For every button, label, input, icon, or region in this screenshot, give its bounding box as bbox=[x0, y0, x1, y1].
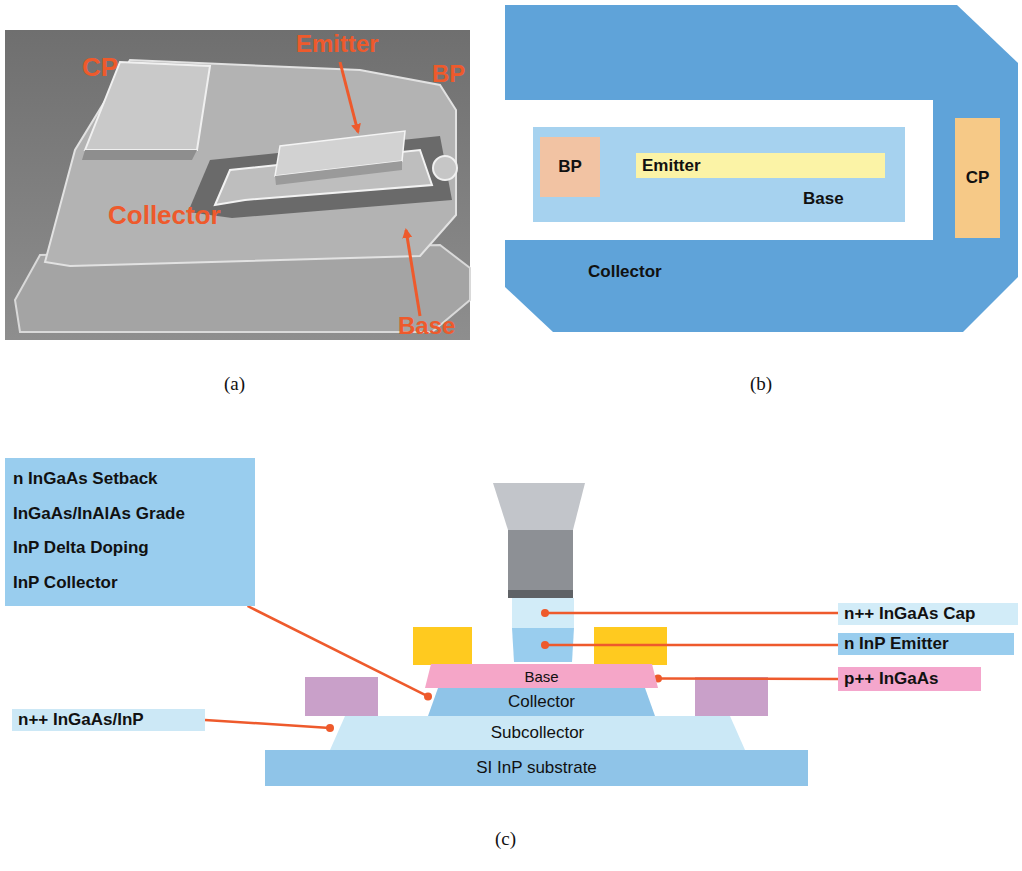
node-text: n++ InGaAs/InP bbox=[18, 710, 144, 730]
subcollector-layer: Subcollector bbox=[330, 716, 745, 750]
node-text: n InP Emitter bbox=[844, 634, 949, 654]
node-text: Base bbox=[524, 668, 558, 685]
node-text: Collector bbox=[508, 692, 575, 712]
node-text: n InGaAs Setback bbox=[13, 462, 158, 497]
node-text: Subcollector bbox=[491, 723, 585, 743]
collector-pad: CP bbox=[955, 118, 1000, 238]
layer-label: n InP Emitter bbox=[838, 633, 1014, 655]
panel-caption: (c) bbox=[495, 828, 516, 850]
layer-label-box: n InGaAs SetbackInGaAs/InAlAs GradeInP D… bbox=[5, 458, 255, 606]
collector-layer: Collector bbox=[428, 688, 655, 716]
base-region: Base BP Emitter bbox=[533, 127, 905, 222]
node-text: Collector bbox=[588, 262, 662, 282]
part-label: Base bbox=[398, 312, 455, 340]
cross-section bbox=[305, 483, 838, 716]
node-text: Base bbox=[803, 189, 844, 209]
substrate-layer: SI InP substrate bbox=[265, 750, 808, 786]
leader-line bbox=[658, 677, 838, 680]
leader-line bbox=[205, 720, 330, 728]
leader-dot bbox=[326, 724, 334, 732]
node-text: Emitter bbox=[642, 156, 701, 176]
base-layer: Base bbox=[425, 664, 658, 688]
collector-region: Collector Base BP EmitterCP bbox=[505, 5, 1018, 332]
sem-photo bbox=[5, 30, 470, 340]
part-label: BP bbox=[432, 60, 465, 88]
emitter-stripe: Emitter bbox=[636, 153, 885, 178]
node-text: SI InP substrate bbox=[476, 758, 597, 778]
leader-dot bbox=[424, 692, 432, 700]
panel-caption: (a) bbox=[224, 373, 245, 395]
layer-label: n++ InGaAs/InP bbox=[12, 709, 205, 731]
base-pad: BP bbox=[540, 137, 600, 197]
layer-label: n++ InGaAs Cap bbox=[838, 603, 1018, 625]
leader-line bbox=[248, 606, 429, 696]
node-text: p++ InGaAs bbox=[844, 669, 938, 689]
node-text: n++ InGaAs Cap bbox=[844, 604, 975, 624]
part-label: Emitter bbox=[296, 30, 379, 58]
panel-caption: (b) bbox=[750, 373, 772, 395]
node-text: InP Delta Doping bbox=[13, 531, 149, 566]
node-text: InGaAs/InAlAs Grade bbox=[13, 497, 185, 532]
layer-label: p++ InGaAs bbox=[838, 667, 981, 691]
node-text: InP Collector bbox=[13, 566, 118, 601]
node-text: CP bbox=[966, 168, 990, 188]
node-text: BP bbox=[558, 157, 582, 177]
part-label: CP bbox=[82, 52, 118, 83]
part-label: Collector bbox=[108, 200, 221, 231]
